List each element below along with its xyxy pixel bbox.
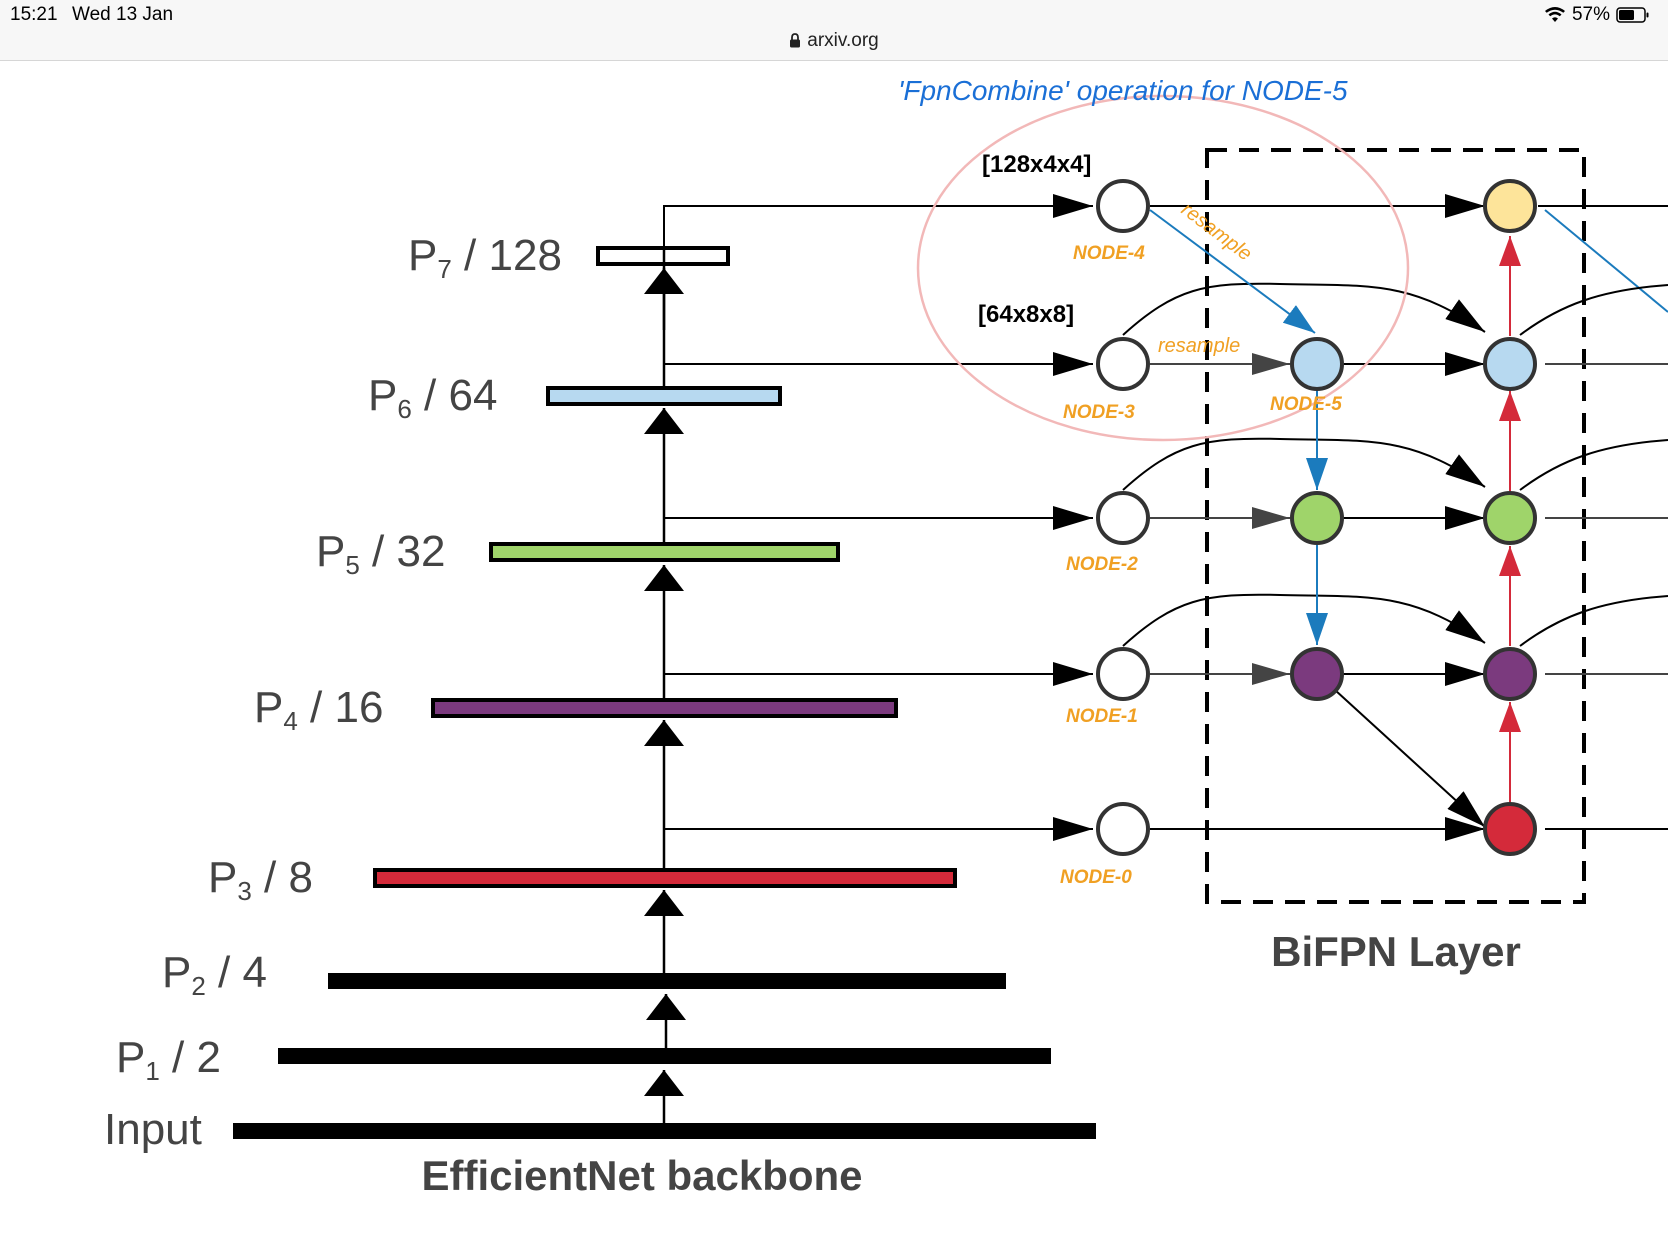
backbone-outputs: [663, 194, 1093, 841]
node-5: [1290, 337, 1344, 391]
battery-percent: 57%: [1571, 4, 1610, 25]
backbone-bars: [233, 246, 1096, 1139]
level-labels: P7 / 128 P6 / 64 P5 / 32 P4 / 16 P3 / 8 …: [104, 231, 562, 1154]
label-p3: P3 / 8: [208, 853, 313, 906]
label-p5: P5 / 32: [316, 527, 445, 580]
bar-p3: [373, 868, 957, 888]
bar-p1: [278, 1048, 1051, 1064]
annotation-title: 'FpnCombine' operation for NODE-5: [898, 75, 1348, 106]
annotation-resample-diag: resample: [1177, 198, 1256, 265]
annotation-shape-node4: [128x4x4]: [982, 151, 1091, 178]
address-bar[interactable]: arxiv.org: [0, 30, 1668, 52]
label-p6: P6 / 64: [368, 371, 497, 424]
lock-icon: [790, 33, 801, 48]
backbone-title: EfficientNet backbone: [421, 1152, 862, 1199]
out-node-p7: [1483, 179, 1537, 233]
label-input: Input: [104, 1105, 202, 1154]
bifpn-box: [1205, 148, 1586, 904]
node-1: [1096, 647, 1150, 701]
label-p7: P7 / 128: [408, 231, 562, 284]
label-node-1: NODE-1: [1066, 706, 1138, 727]
node-4: [1096, 179, 1150, 233]
annotation-shape-node3: [64x8x8]: [978, 301, 1074, 328]
handwritten-annotations: 'FpnCombine' operation for NODE-5 [128x4…: [898, 75, 1410, 888]
node-2: [1096, 491, 1150, 545]
bifpn-edges: [1122, 194, 1668, 841]
label-node-5: NODE-5: [1270, 394, 1342, 415]
label-p1: P1 / 2: [116, 1033, 221, 1086]
bar-input: [233, 1123, 1096, 1139]
out-node-p3: [1483, 802, 1537, 856]
label-node-0: NODE-0: [1060, 867, 1132, 888]
out-node-p5: [1483, 491, 1537, 545]
backbone-trunk: [644, 248, 686, 1123]
label-p4: P4 / 16: [254, 683, 383, 736]
node-3: [1096, 337, 1150, 391]
status-bar: 15:21 Wed 13 Jan 57% arxiv.org: [0, 0, 1668, 61]
bar-p5: [489, 542, 840, 562]
wifi-icon: [1544, 7, 1565, 22]
status-time: 15:21: [10, 4, 58, 25]
address-url: arxiv.org: [807, 30, 879, 51]
bifpn-nodes: [1096, 179, 1537, 856]
annotation-resample-horiz: resample: [1158, 335, 1240, 357]
mid-node-p4: [1290, 647, 1344, 701]
bar-p2: [328, 973, 1006, 989]
mid-node-p5: [1290, 491, 1344, 545]
bar-p6: [546, 386, 782, 406]
node-0: [1096, 802, 1150, 856]
out-node-p6: [1483, 337, 1537, 391]
label-node-4: NODE-4: [1073, 243, 1145, 264]
label-node-3: NODE-3: [1063, 402, 1135, 423]
status-right: 57%: [1544, 4, 1650, 26]
label-node-2: NODE-2: [1066, 554, 1138, 575]
bifpn-title: BiFPN Layer: [1271, 928, 1521, 975]
label-p2: P2 / 4: [162, 948, 267, 1001]
bar-p4: [431, 698, 898, 718]
battery-icon: [1616, 7, 1649, 23]
status-date: Wed 13 Jan: [72, 4, 174, 25]
out-node-p4: [1483, 647, 1537, 701]
efficientdet-diagram: P7 / 128 P6 / 64 P5 / 32 P4 / 16 P3 / 8 …: [104, 75, 1668, 1199]
focus-circle: [916, 94, 1410, 442]
